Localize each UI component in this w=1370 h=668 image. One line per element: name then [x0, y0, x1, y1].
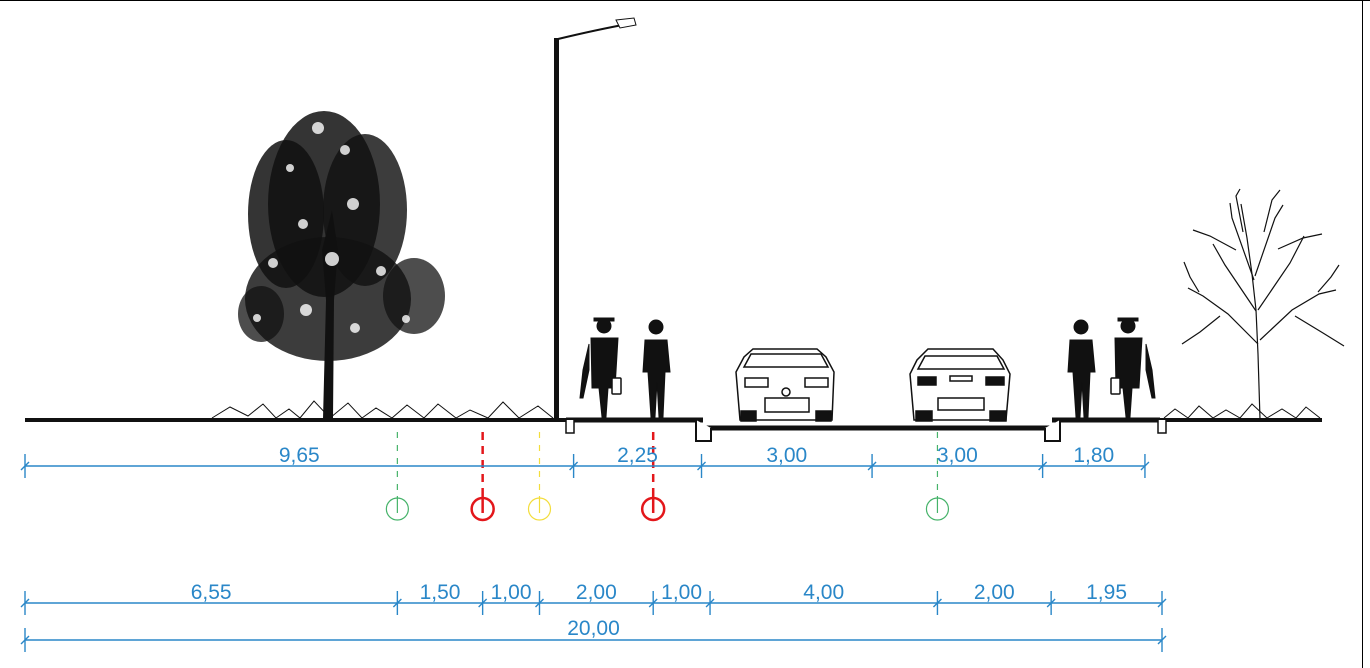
right-curb [1044, 420, 1061, 442]
surface-dimension: 9,65 2,25 3,00 3,00 1,80 [20, 444, 1150, 478]
bare-tree [1181, 188, 1345, 420]
surface-dimension-slash [1038, 461, 1048, 471]
grass-right [1163, 403, 1321, 419]
pedestrian-right-1 [1067, 319, 1096, 418]
utility-2-marker [470, 432, 495, 522]
utility-dimension-label: 6,55 [191, 581, 232, 604]
utility-1-marker [385, 432, 409, 521]
utility-dimension-label: 1,00 [491, 581, 532, 604]
border-right [1362, 0, 1363, 668]
utility-dimension-slash [705, 598, 715, 608]
pedestrians [579, 317, 1156, 418]
utility-dimension-slash [20, 598, 30, 608]
utility-dimension-label: 4,00 [803, 581, 844, 604]
utility-dimension-label: 1,95 [1086, 581, 1127, 604]
surface-dimension-label: 1,80 [1073, 444, 1114, 467]
surface-dimension-label: 9,65 [279, 444, 320, 467]
utility-5-marker [925, 432, 950, 521]
utility-3-marker [527, 432, 552, 521]
small-curb-left [565, 420, 575, 434]
left-curb [695, 420, 712, 442]
cars [735, 348, 1011, 422]
utility-markers [385, 432, 950, 522]
surface-dimension-slash [697, 461, 707, 471]
utility-dimension-label: 1,50 [420, 581, 461, 604]
surface-dimension-slash [867, 461, 877, 471]
pedestrian-hat-right [1110, 317, 1156, 418]
surface-dimension-slash [20, 461, 30, 471]
dimension-rows: 9,65 2,25 3,00 3,00 1,80 6,55 1,50 1,00 2,00 1,00… [20, 444, 1167, 652]
utility-4-marker [640, 432, 666, 522]
pedestrian-hat-left [579, 317, 622, 418]
utility-dimension-slash [392, 598, 402, 608]
border-top [0, 0, 1370, 1]
surface-dimension-label: 3,00 [766, 444, 807, 467]
utility-dimension-slash [478, 598, 488, 608]
surface-dimension-slash [569, 461, 579, 471]
utility-dimension-slash [648, 598, 658, 608]
grass-left [211, 400, 554, 419]
total-dimension-slash [1157, 635, 1167, 645]
surface-dimension-label: 3,00 [937, 444, 978, 467]
large-tree [238, 111, 445, 419]
utility-dimension-slash [932, 598, 942, 608]
small-curb-right [1157, 420, 1167, 434]
street-lamp [554, 17, 637, 420]
total-dimension-slash [20, 635, 30, 645]
ground-profile [25, 417, 1322, 442]
surface-dimension-label: 2,25 [617, 444, 658, 467]
total-dimension: 20,00 [20, 617, 1167, 652]
total-dimension-label: 20,00 [567, 617, 620, 640]
car-left-front [735, 348, 835, 422]
utility-dimension-label: 2,00 [576, 581, 617, 604]
utility-dimension-slash [1157, 598, 1167, 608]
utility-dimension-slash [534, 598, 544, 608]
car-right-rear [909, 348, 1011, 422]
utility-dimension-label: 2,00 [974, 581, 1015, 604]
surface-dimension-slash [1140, 461, 1150, 471]
utility-dimension-label: 1,00 [661, 581, 702, 604]
utility-dimension: 6,55 1,50 1,00 2,00 1,00 4,00 2,00 1,95 [20, 581, 1167, 615]
utility-dimension-slash [1046, 598, 1056, 608]
pedestrian-left-2 [642, 319, 671, 418]
